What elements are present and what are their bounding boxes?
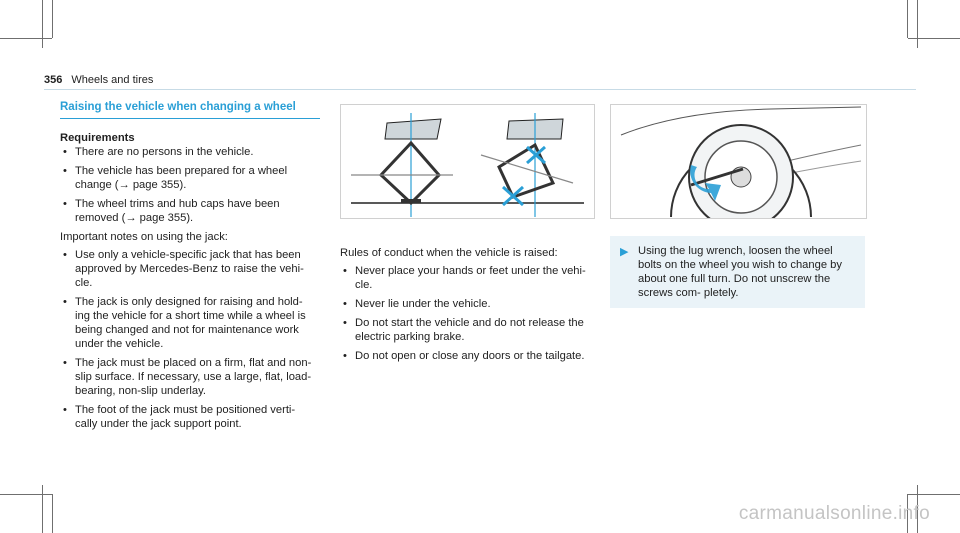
action-step: ▶ Using the lug wrench, loosen the wheel… [610,236,865,308]
action-text: Using the lug wrench, loosen the wheel b… [638,245,842,299]
wheel-wrench-illustration [610,104,867,230]
list-item: Do not start the vehicle and do not rele… [340,316,598,344]
crop-mark [0,38,52,39]
list-item: Never lie under the vehicle. [340,297,598,311]
wheel-diagram [620,106,862,230]
conduct-list: Never place your hands or feet under the… [340,264,598,363]
list-item: Do not open or close any doors or the ta… [340,349,598,363]
watermark: carmanualsonline.info [738,503,930,524]
crop-mark [917,485,918,533]
crop-mark [907,0,908,38]
jack-illustration [340,104,595,219]
notes-intro: Important notes on using the jack: [60,231,228,243]
crop-mark [908,494,960,495]
section-title: Raising the vehicle when changing a whee… [60,100,320,119]
list-item: The jack must be placed on a firm, flat … [60,356,320,398]
list-item: The jack is only designed for raising an… [60,295,320,351]
crop-mark [42,0,43,48]
crop-mark [52,494,53,533]
crop-mark [42,485,43,533]
list-item: Never place your hands or feet under the… [340,264,598,292]
crop-mark [908,38,960,39]
requirements-list: There are no persons in the vehicle. The… [60,145,320,225]
action-column: ▶ Using the lug wrench, loosen the wheel… [610,236,865,308]
crop-mark [917,0,918,48]
play-arrow-icon: ▶ [620,246,629,258]
page-header: 356 Wheels and tires [44,74,153,86]
notes-list: Use only a vehicle-specific jack that ha… [60,248,320,431]
header-rule [44,89,916,90]
requirements-heading: Requirements [60,132,135,144]
list-item: Use only a vehicle-specific jack that ha… [60,248,320,290]
list-item: There are no persons in the vehicle. [60,145,320,159]
jack-diagram [351,113,584,217]
crop-mark [907,494,908,533]
crop-mark [0,494,52,495]
list-item: The foot of the jack must be positioned … [60,403,320,431]
list-item: The vehicle has been prepared for a whee… [60,164,320,192]
conduct-column: Rules of conduct when the vehicle is rai… [340,246,598,368]
crop-mark [52,0,53,38]
list-item: The wheel trims and hub caps have been r… [60,197,320,225]
conduct-intro: Rules of conduct when the vehicle is rai… [340,247,558,259]
left-column: Raising the vehicle when changing a whee… [60,100,320,436]
chapter-title: Wheels and tires [71,74,154,86]
page-number: 356 [44,74,63,86]
